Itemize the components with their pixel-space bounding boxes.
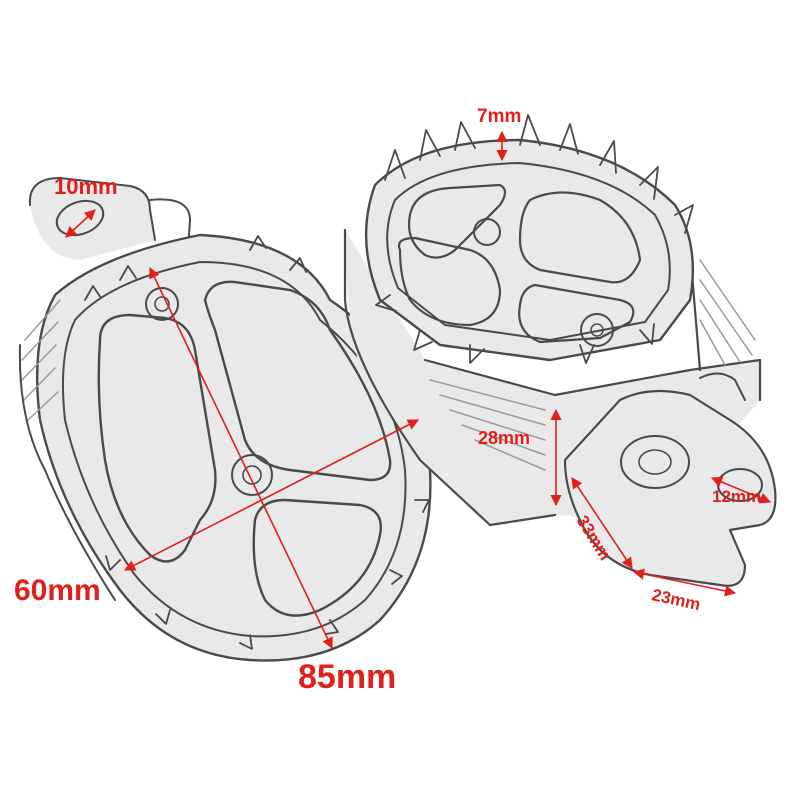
left-side-edge bbox=[18, 344, 116, 601]
label-right-height: 28mm bbox=[478, 428, 530, 448]
left-bevel-lines bbox=[21, 299, 61, 421]
right-window-1 bbox=[407, 183, 507, 259]
arrow-right-mount-diag bbox=[571, 477, 633, 569]
right-teeth bbox=[375, 114, 694, 364]
right-side-stripes bbox=[699, 259, 756, 366]
right-bolt-top bbox=[473, 218, 501, 246]
left-mount-tab-outline bbox=[28, 177, 156, 241]
arrow-right-hole bbox=[710, 476, 772, 504]
right-hinge-boss-inner bbox=[638, 449, 672, 475]
right-bolt-bottom bbox=[580, 313, 614, 347]
right-window-2 bbox=[518, 191, 642, 284]
right-hinge-boss bbox=[620, 435, 690, 489]
label-right-mount-width: 23mm bbox=[650, 585, 702, 614]
arrow-left-width bbox=[124, 419, 419, 571]
right-window-3 bbox=[397, 236, 502, 327]
right-foot-peg bbox=[343, 114, 777, 587]
label-left-hole: 10mm bbox=[54, 174, 118, 199]
right-window-4 bbox=[518, 283, 635, 344]
right-front-stripes bbox=[429, 379, 546, 471]
right-platform-fill bbox=[366, 140, 693, 360]
label-left-length: 85mm bbox=[298, 658, 396, 696]
right-hinge-top-ear bbox=[699, 372, 746, 401]
arrow-left-hole bbox=[65, 209, 96, 238]
right-bolt-bottom-inner bbox=[590, 323, 604, 337]
label-right-teeth: 7mm bbox=[477, 106, 521, 127]
dimension-arrows bbox=[65, 130, 772, 650]
right-inner-rim bbox=[386, 162, 671, 341]
right-platform-outline bbox=[364, 138, 695, 362]
left-body-outline bbox=[35, 233, 432, 662]
label-right-hole: 12mm bbox=[712, 487, 761, 506]
arrow-right-mount-width bbox=[632, 568, 737, 597]
label-left-width: 60mm bbox=[14, 574, 101, 607]
left-mount-ear bbox=[149, 198, 191, 251]
